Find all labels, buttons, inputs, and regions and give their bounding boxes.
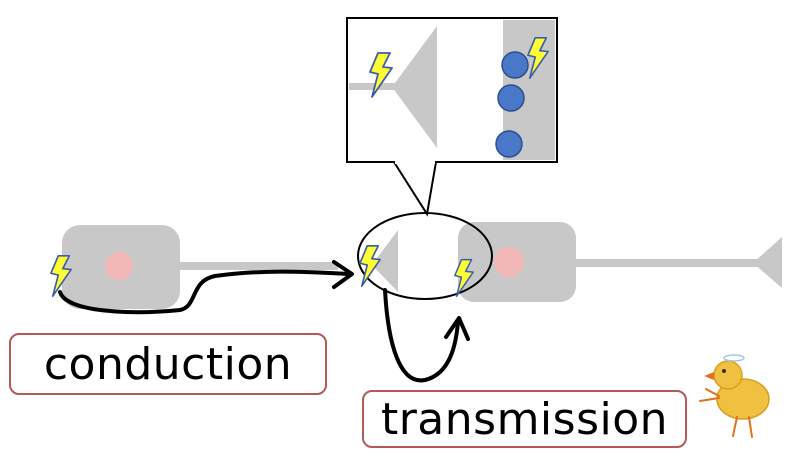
presynaptic-terminal (372, 230, 398, 292)
presynaptic-neuron (62, 225, 398, 309)
vesicle (497, 84, 525, 112)
synapse-highlight-ellipse (357, 212, 493, 300)
presynaptic-nucleus (105, 252, 133, 280)
presynaptic-axon (178, 262, 338, 270)
synapse-zoom-callout (346, 17, 558, 217)
callout-pointer-mask (395, 158, 435, 164)
transmission-label: transmission (362, 390, 687, 448)
transmission-label-text: transmission (380, 393, 669, 445)
chick-icon (699, 354, 770, 438)
postsynaptic-axon (574, 259, 774, 267)
postsynaptic-nucleus (494, 247, 524, 277)
zoom-terminal (392, 26, 437, 148)
transmission-arrow (383, 288, 470, 383)
conduction-label-text: conduction (43, 338, 293, 390)
vesicle (501, 51, 529, 79)
postsynaptic-neuron (458, 222, 782, 302)
callout-pointer (392, 161, 438, 217)
postsynaptic-terminal (753, 237, 782, 288)
vesicle (495, 130, 523, 158)
conduction-label: conduction (9, 333, 327, 395)
conduction-arrow (58, 260, 354, 315)
